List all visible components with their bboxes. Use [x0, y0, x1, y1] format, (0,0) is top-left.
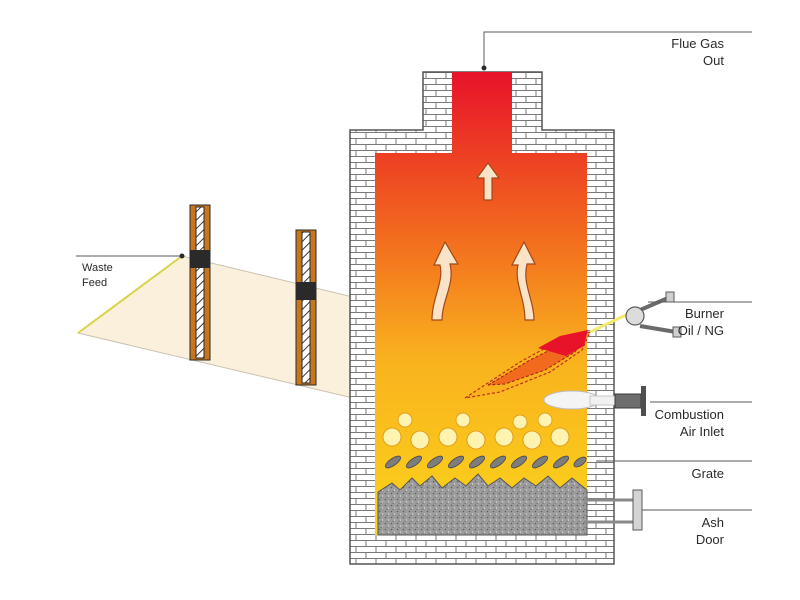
grate-bars	[384, 455, 587, 469]
flue-gas-label: Flue Gas Out	[671, 36, 724, 68]
air-jet	[543, 390, 619, 410]
feed-column-right	[295, 229, 317, 386]
combustion-air-label: Combustion Air Inlet	[654, 407, 724, 439]
burning-waste	[382, 412, 570, 450]
burner-flame	[464, 312, 629, 399]
flow-arrows	[431, 161, 536, 321]
burner-label: Burner Oil / NG	[677, 306, 724, 338]
feed-column-left	[189, 204, 211, 361]
flow-arrow	[475, 161, 501, 201]
leader-lines	[76, 31, 752, 511]
combustion-chamber	[375, 72, 587, 535]
flow-arrow	[431, 240, 460, 321]
ash-bed	[377, 473, 588, 536]
waste-feed-label: Waste Feed	[82, 262, 113, 289]
grate-label: Grate	[691, 466, 724, 481]
ash-door-label: Ash Door	[695, 515, 724, 547]
air-inlet-pipe	[614, 386, 646, 416]
flow-arrow	[511, 240, 536, 321]
burner-assembly	[625, 291, 682, 338]
